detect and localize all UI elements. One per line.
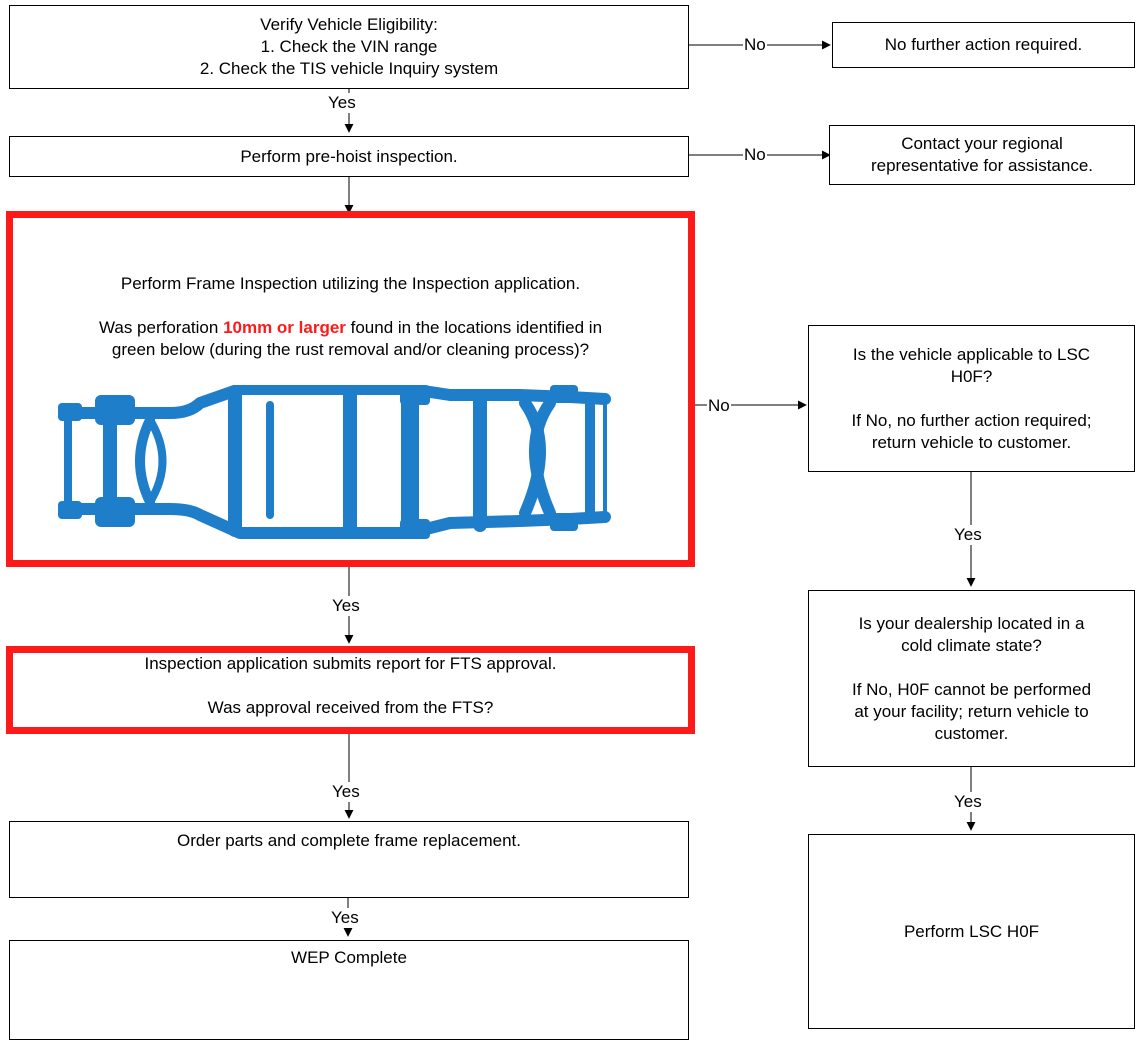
prehoist-box: Perform pre-hoist inspection.: [9, 136, 689, 177]
cold-climate-note-1: If No, H0F cannot be performed: [851, 679, 1092, 699]
fts-approval-box: Inspection application submits report fo…: [6, 646, 695, 734]
lsc-question-line-1: Is the vehicle applicable to LSC: [852, 344, 1091, 364]
perform-lsc-box: Perform LSC H0F: [808, 834, 1135, 1029]
no-further-action-box: No further action required.: [832, 22, 1135, 68]
yes-label-fts: Yes: [331, 782, 361, 802]
wep-complete-text: WEP Complete: [291, 948, 407, 967]
no-label-eligibility: No: [743, 35, 767, 55]
yes-label-frame: Yes: [331, 596, 361, 616]
perform-lsc-text: Perform LSC H0F: [903, 921, 1040, 941]
frame-inspection-instruction: Perform Frame Inspection utilizing the I…: [120, 274, 581, 293]
order-parts-box: Order parts and complete frame replaceme…: [9, 821, 689, 898]
contact-line-1: Contact your regional: [901, 134, 1063, 153]
yes-label-cold-climate: Yes: [953, 792, 983, 812]
no-label-frame: No: [707, 396, 731, 416]
cold-climate-note-2: at your facility; return vehicle to: [854, 701, 1089, 721]
contact-representative-box: Contact your regional representative for…: [829, 125, 1135, 185]
order-parts-text: Order parts and complete frame replaceme…: [177, 831, 521, 850]
wep-complete-box: WEP Complete: [9, 940, 689, 1040]
yes-label-eligibility: Yes: [327, 93, 357, 113]
frame-inspection-question: Was perforation 10mm or larger found in …: [99, 317, 602, 339]
perforation-threshold: 10mm or larger: [223, 318, 346, 337]
no-label-prehoist: No: [743, 145, 767, 165]
eligibility-step-1: 1. Check the VIN range: [260, 37, 438, 56]
eligibility-title: Verify Vehicle Eligibility:: [260, 15, 438, 34]
lsc-question-line-2: H0F?: [950, 366, 993, 386]
question-text-end: found in the locations identified in: [345, 318, 603, 337]
vehicle-frame-illustration: [58, 385, 611, 539]
yes-label-lsc: Yes: [953, 525, 983, 545]
fts-report-text: Inspection application submits report fo…: [144, 654, 557, 673]
no-further-action-text: No further action required.: [884, 35, 1083, 54]
prehoist-text: Perform pre-hoist inspection.: [240, 146, 458, 166]
cold-climate-note-3: customer.: [934, 723, 1009, 743]
cold-climate-question-2: cold climate state?: [901, 635, 1042, 655]
fts-approval-question: Was approval received from the FTS?: [207, 698, 494, 717]
cold-climate-box: Is your dealership located in a cold cli…: [808, 590, 1135, 767]
eligibility-step-2: 2. Check the TIS vehicle Inquiry system: [199, 59, 499, 78]
contact-line-2: representative for assistance.: [870, 156, 1094, 175]
lsc-note-line-2: return vehicle to customer.: [871, 432, 1072, 452]
yes-label-order: Yes: [330, 908, 360, 928]
lsc-applicable-box: Is the vehicle applicable to LSC H0F? If…: [808, 325, 1135, 472]
question-text-start: Was perforation: [98, 318, 224, 337]
frame-inspection-question-line-2: green below (during the rust removal and…: [111, 340, 590, 359]
eligibility-box: Verify Vehicle Eligibility: 1. Check the…: [9, 5, 689, 89]
cold-climate-question-1: Is your dealership located in a: [858, 613, 1085, 633]
lsc-note-line-1: If No, no further action required;: [851, 410, 1092, 430]
